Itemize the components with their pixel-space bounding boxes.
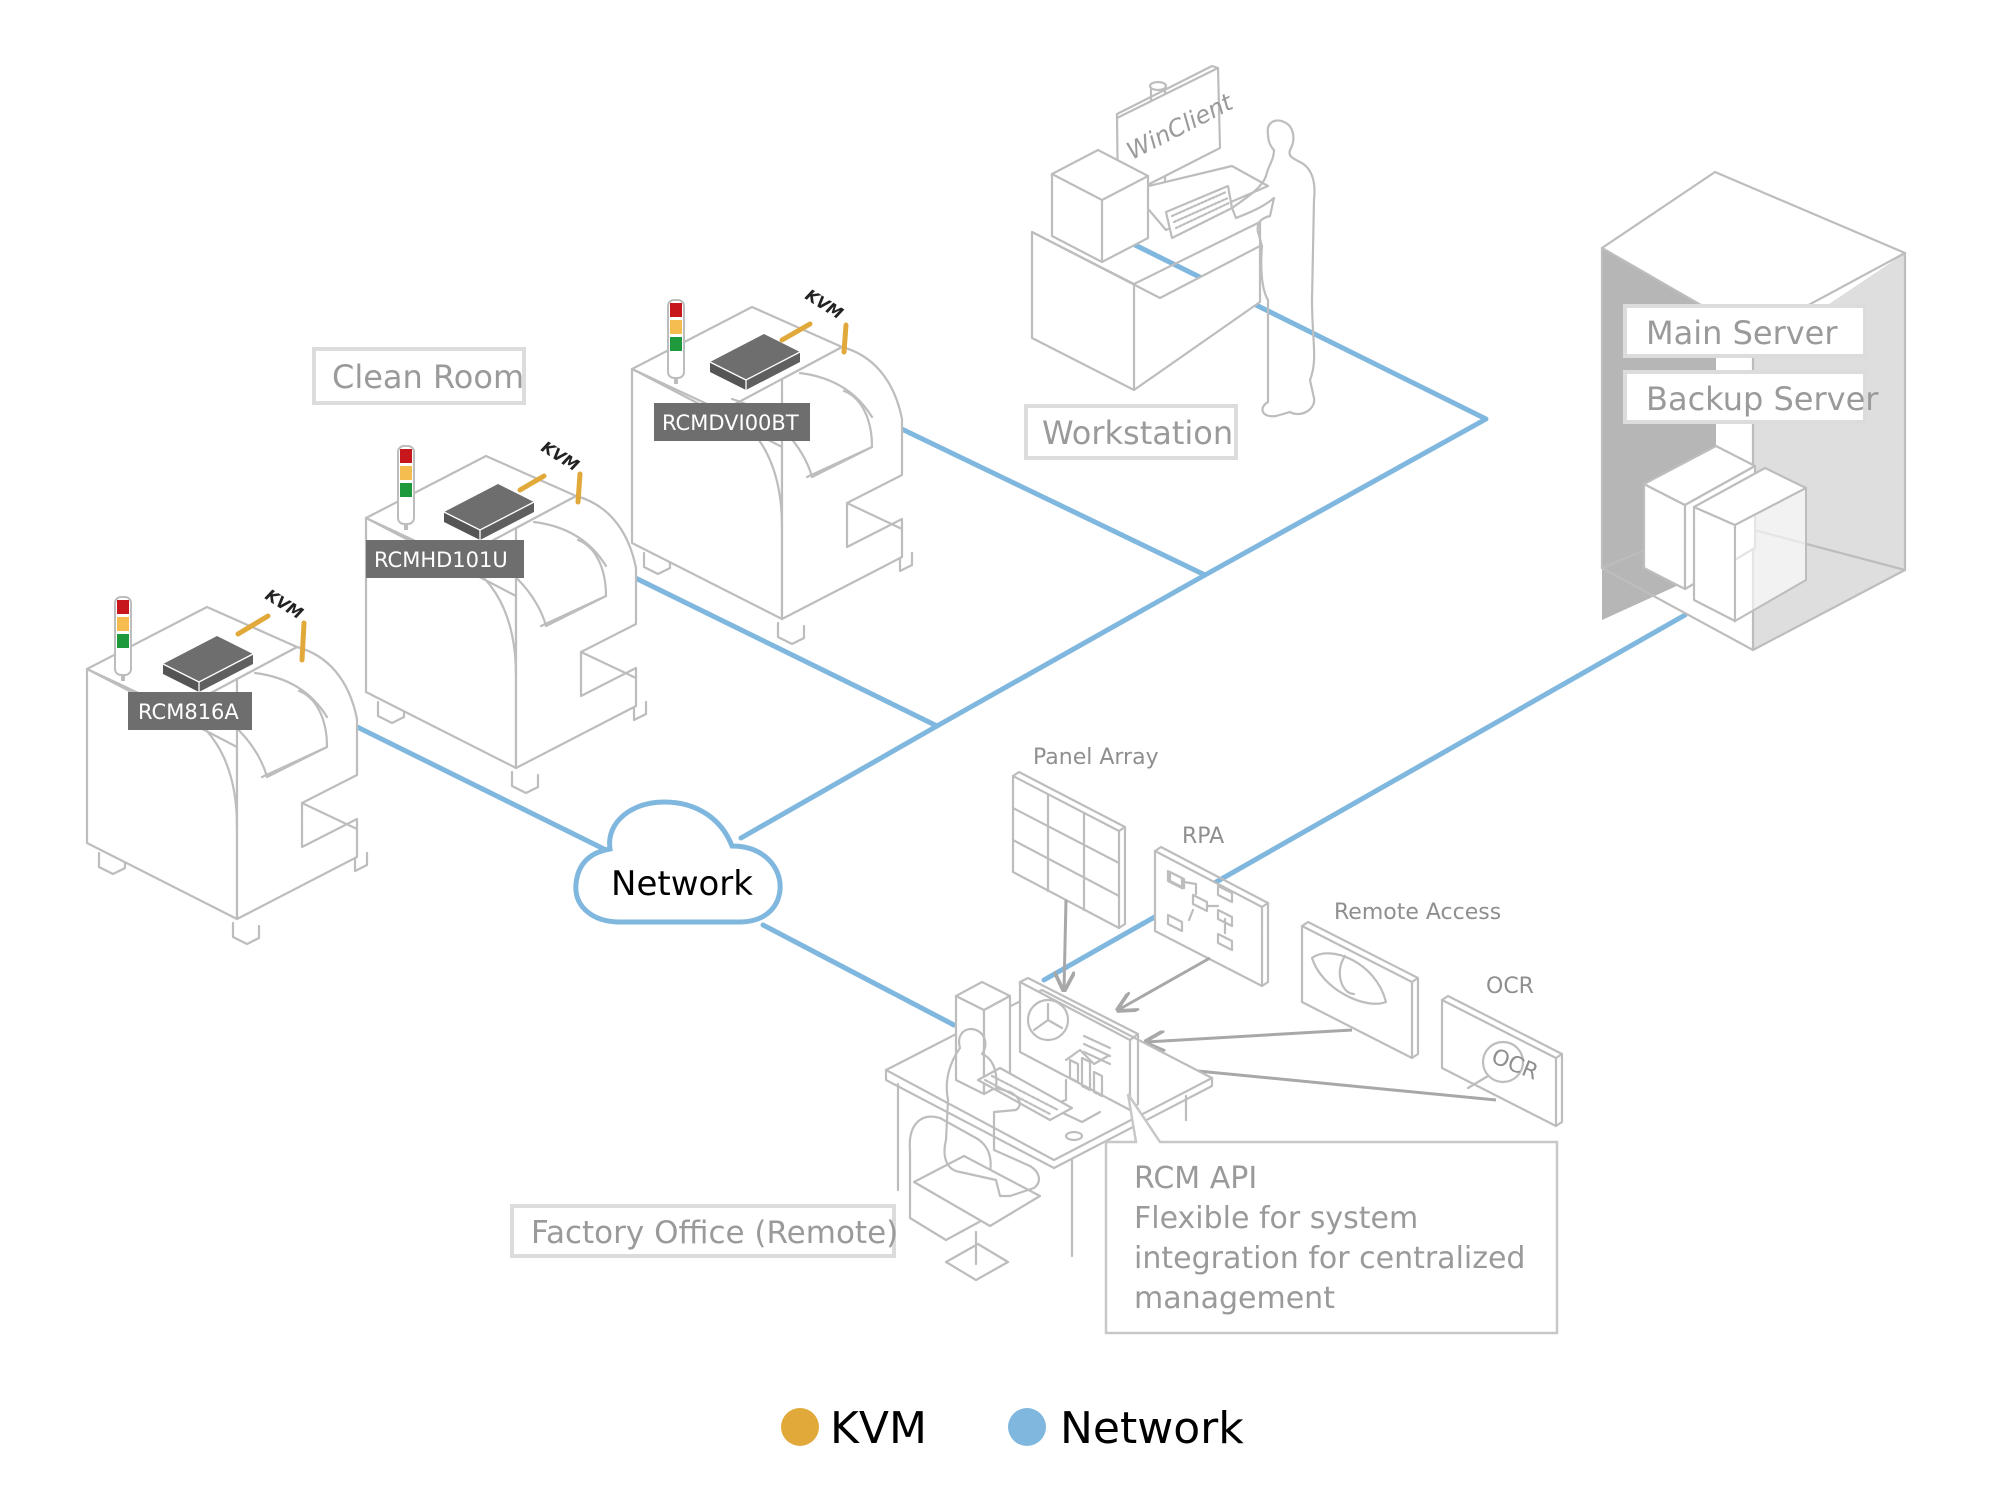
rcm-api-line-3: management (1134, 1281, 1335, 1316)
remote-access-label: Remote Access (1334, 900, 1501, 925)
signal-tower (114, 596, 132, 682)
svg-text:RCMHD101U: RCMHD101U (374, 548, 508, 572)
legend-item-kvm: KVM (781, 1403, 927, 1454)
workstation-zone-label: Workstation (1024, 404, 1238, 460)
pie-chart-icon (1026, 998, 1070, 1042)
svg-text:RCM816A: RCM816A (138, 700, 239, 724)
kvm-cable (299, 620, 307, 663)
kvm-cable (235, 613, 271, 637)
kvm-cable (575, 471, 583, 505)
legend-label-network: Network (1060, 1403, 1244, 1454)
ocr-icon: OCR (1440, 994, 1564, 1128)
device-label-rcmhd101u: RCMHD101U (366, 540, 524, 578)
rpa-label: RPA (1182, 824, 1224, 849)
device-label-rcmdvi00bt: RCMDVI00BT (654, 403, 810, 441)
rpa-icon (1153, 845, 1270, 988)
panel-array-label: Panel Array (1033, 745, 1159, 770)
arrow-rpa (1118, 956, 1211, 1010)
server-cabinet: Main Server Backup Server (1600, 170, 1907, 652)
person-icon (1230, 119, 1316, 418)
machine-rcm816a: KVM RCM816A (85, 585, 369, 946)
factory-office: Panel Array RPA Remote Access OCR (884, 745, 1564, 1282)
kvm-cable (841, 322, 849, 355)
legend-label-kvm: KVM (830, 1403, 927, 1454)
svg-text:Workstation: Workstation (1042, 414, 1233, 452)
svg-text:Main Server: Main Server (1646, 314, 1838, 352)
device-label-rcm816a: RCM816A (128, 692, 252, 730)
svg-text:RCMDVI00BT: RCMDVI00BT (662, 411, 799, 435)
arrow-panel-array (1064, 899, 1066, 990)
svg-text:Backup Server: Backup Server (1646, 380, 1879, 418)
kvm-tag: KVM (538, 437, 583, 475)
main-server-label: Main Server (1623, 304, 1867, 358)
network-link-office (760, 922, 957, 1028)
network-cloud: Network (573, 799, 783, 925)
network-cloud-label: Network (611, 864, 753, 904)
kvm-cable (779, 321, 813, 343)
signal-tower (667, 299, 685, 385)
kvm-tag: KVM (802, 285, 847, 323)
network-link-server (1041, 612, 1688, 983)
ocr-label: OCR (1486, 974, 1534, 999)
remote-access-icon (1300, 920, 1420, 1060)
kvm-swatch (781, 1408, 819, 1446)
kvm-cable (517, 473, 547, 493)
rcm-api-line-1: Flexible for system (1134, 1201, 1418, 1236)
clean-room-zone-label: Clean Room (312, 347, 526, 405)
magnifier-icon (1481, 1040, 1525, 1084)
backup-server-label: Backup Server (1623, 370, 1879, 424)
bar-chart-icon (1068, 1056, 1104, 1098)
server-unit-backup (1692, 505, 1737, 623)
signal-tower (397, 445, 415, 531)
svg-text:Factory Office (Remote): Factory Office (Remote) (531, 1215, 898, 1251)
workstation: WinClient (1030, 64, 1316, 418)
eye-icon (1310, 952, 1388, 1005)
legend: KVM Network (781, 1403, 1244, 1454)
svg-text:Clean Room: Clean Room (332, 358, 524, 396)
rcm-api-title: RCM API (1134, 1161, 1257, 1196)
rcm-api-line-2: integration for centralized (1134, 1241, 1525, 1276)
seated-person-icon (943, 1027, 1040, 1198)
panel-array-icon (1011, 770, 1127, 930)
legend-item-network: Network (1008, 1403, 1244, 1454)
rcm-api-callout: RCM API Flexible for system integration … (1104, 1093, 1559, 1335)
arrow-ocr (1146, 1066, 1497, 1102)
factory-office-zone-label: Factory Office (Remote) (510, 1204, 898, 1258)
machine-rcmhd101u: KVM RCMHD101U (364, 437, 648, 795)
network-swatch (1008, 1408, 1046, 1446)
arrow-remote-access (1146, 1028, 1353, 1042)
machine-rcmdvi00bt: KVM RCMDVI00BT (630, 285, 914, 646)
